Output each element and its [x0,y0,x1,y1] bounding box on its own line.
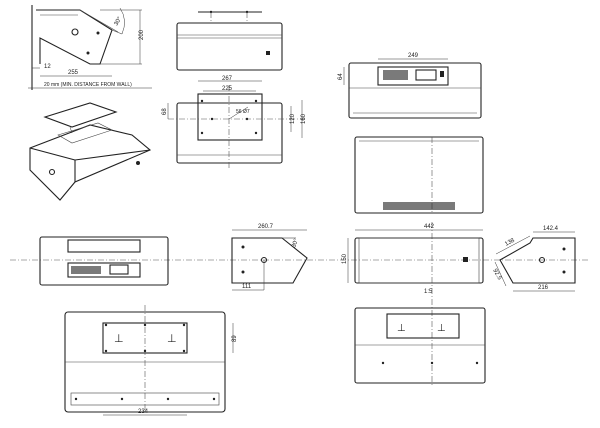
dim-inner: 225 [222,86,233,92]
dim-bottom-slant: 92.5 [491,268,502,282]
dim-slant: 138 [504,237,516,247]
dim-top: 142.4 [543,226,559,232]
bracket-view: 56 Ø7 267 225 68 120 160 [162,76,307,170]
front-view: 442 150 1:5 [342,224,484,295]
dim-width: 442 [424,224,435,230]
dim-angle: 30° [291,238,300,249]
isometric-view [29,102,152,201]
angled-view: 142.4 138 92.5 216 [491,226,576,292]
dim-depth: 260.7 [258,224,274,230]
dim-panel-width: 249 [408,53,419,59]
dim-angle: 30° [114,16,124,27]
wall-distance-note: 20 mm (MIN. DISTANCE FROM WALL) [44,82,132,88]
keyhole-icon: ⊥ [167,333,177,345]
dim-base: 216 [538,285,549,291]
dim-axis: 111 [242,284,252,290]
rear-panel-view: 249 64 [338,53,482,119]
keyhole-icon: ⊥ [437,323,446,334]
dim-height: 200 [139,29,145,40]
dim-panel-height: 64 [338,73,344,80]
dim-outer-height: 160 [301,113,307,124]
dim-inner-height: 120 [290,113,296,124]
dim-offset: 12 [44,64,51,70]
underside-view: ⊥ ⊥ [354,307,486,384]
dim-hole: 56 Ø7 [236,109,250,115]
dim-outer: 267 [222,76,233,82]
top-panel-view [39,236,169,286]
keyhole-icon: ⊥ [114,333,124,345]
side-view: 200 30° 12 255 20 mm (MIN. DISTANCE FROM… [28,5,152,90]
keyhole-icon: ⊥ [397,323,406,334]
top-view [176,10,283,71]
dim-height: 150 [342,253,348,264]
dim-width: 255 [68,70,79,76]
bottom-view: ⊥ ⊥ 89 234 [64,305,238,416]
dim-plate-width: 234 [138,409,149,415]
dim-plate-height: 89 [232,335,238,342]
profile-view: 260.7 30° 111 [231,224,308,291]
scale-label: 1:5 [424,289,433,295]
dim-offset: 68 [162,108,168,115]
rear-view [354,136,484,214]
